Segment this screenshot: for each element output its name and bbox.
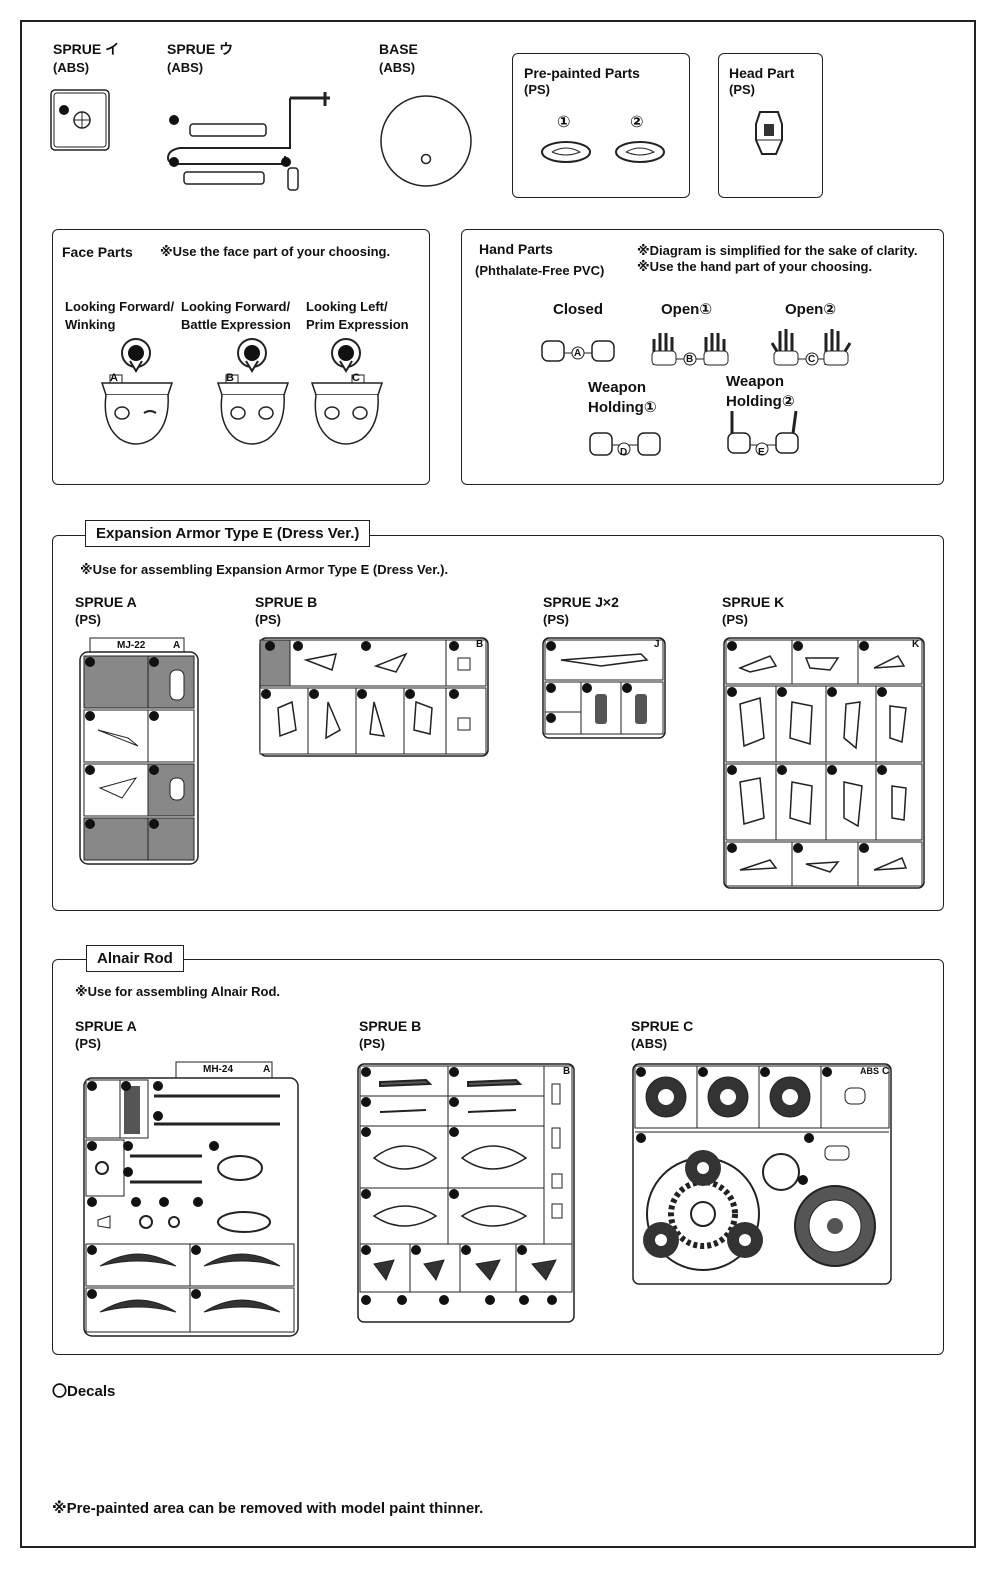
exp-sprue-a-drawing xyxy=(79,637,199,865)
exp-sprue-j-name: SPRUE J×2 xyxy=(543,594,619,610)
instruction-page xyxy=(20,20,976,1548)
base-name: BASE xyxy=(379,41,418,57)
sprue-u-name: SPRUE ウ xyxy=(167,41,234,57)
footer-note: ※Pre-painted area can be removed with mo… xyxy=(52,1500,484,1517)
face-tag-a: A xyxy=(110,372,118,384)
decals-label: 〇Decals xyxy=(52,1383,116,1400)
expansion-armor-note: ※Use for assembling Expansion Armor Type… xyxy=(80,562,449,577)
alnair-sprue-a-code: MH-24 xyxy=(203,1064,234,1075)
hand-tag-e: E xyxy=(758,447,765,458)
exp-sprue-k-name: SPRUE K xyxy=(722,594,785,610)
exp-sprue-a-letter: A xyxy=(173,640,181,651)
face-option-b-label2: Battle Expression xyxy=(181,317,291,332)
exp-sprue-j-drawing xyxy=(542,637,666,739)
exp-sprue-a-name: SPRUE A xyxy=(75,594,137,610)
face-option-a-label2: Winking xyxy=(65,317,116,332)
hand-parts-box xyxy=(461,229,944,485)
hand-parts-title: Hand Parts xyxy=(479,241,553,257)
exp-sprue-a-material: (PS) xyxy=(75,612,101,627)
base-drawing xyxy=(380,95,472,187)
hand-weapon2-label2: Holding② xyxy=(726,393,795,410)
exp-sprue-j-material: (PS) xyxy=(543,612,569,627)
alnair-rod-title: Alnair Rod xyxy=(86,945,184,972)
hand-open2-label: Open② xyxy=(785,301,837,318)
hand-closed-label: Closed xyxy=(553,301,604,318)
face-parts-title: Face Parts xyxy=(62,244,133,260)
head-part-drawing xyxy=(755,111,783,155)
face-tag-b: B xyxy=(226,372,234,384)
exp-sprue-b-letter: B xyxy=(476,639,484,650)
prepainted-parts-box xyxy=(512,53,690,198)
hand-tag-d: D xyxy=(620,447,628,458)
alnair-sprue-a-name: SPRUE A xyxy=(75,1018,137,1034)
hand-parts-material: (Phthalate-Free PVC) xyxy=(475,263,605,278)
hand-weapon2-label1: Weapon xyxy=(726,373,785,390)
sprue-i-drawing xyxy=(50,89,110,151)
alnair-sprue-a-material: (PS) xyxy=(75,1036,101,1051)
exp-sprue-b-name: SPRUE B xyxy=(255,594,318,610)
expansion-armor-title: Expansion Armor Type E (Dress Ver.) xyxy=(85,520,371,547)
sprue-i-name: SPRUE イ xyxy=(53,41,120,57)
alnair-sprue-b-material: (PS) xyxy=(359,1036,385,1051)
face-tag-c: C xyxy=(352,372,360,384)
hand-tag-c: C xyxy=(808,354,816,365)
exp-sprue-k-drawing xyxy=(723,637,925,889)
sprue-u-material: (ABS) xyxy=(167,60,204,75)
face-parts-note: ※Use the face part of your choosing. xyxy=(160,244,391,259)
alnair-sprue-c-name: SPRUE C xyxy=(631,1018,694,1034)
exp-sprue-b-material: (PS) xyxy=(255,612,281,627)
alnair-sprue-c-code: ABS xyxy=(860,1066,880,1076)
hand-weapon1-label1: Weapon xyxy=(588,379,647,396)
alnair-rod-note: ※Use for assembling Alnair Rod. xyxy=(75,984,281,999)
hand-tag-a: A xyxy=(574,348,582,359)
hand-parts-note-2: ※Use the hand part of your choosing. xyxy=(637,259,873,274)
alnair-sprue-b-name: SPRUE B xyxy=(359,1018,422,1034)
hand-weapon1-label2: Holding① xyxy=(588,399,657,416)
head-material: (PS) xyxy=(729,82,755,97)
prepainted-mark-1: ① xyxy=(557,114,571,131)
alnair-sprue-a-letter: A xyxy=(263,1064,271,1075)
face-parts-drawing xyxy=(100,338,384,445)
sprue-i-material: (ABS) xyxy=(53,60,90,75)
base-material: (ABS) xyxy=(379,60,416,75)
alnair-sprue-b-drawing xyxy=(357,1063,575,1323)
face-option-b-label1: Looking Forward/ xyxy=(181,299,291,314)
prepainted-mark-2: ② xyxy=(630,114,644,131)
face-option-c-label2: Prim Expression xyxy=(306,317,409,332)
alnair-sprue-b-letter: B xyxy=(563,1066,571,1077)
hand-parts-drawing xyxy=(541,329,852,456)
alnair-sprue-a-drawing xyxy=(83,1061,299,1337)
hand-tag-b: B xyxy=(686,354,694,365)
hand-open1-label: Open① xyxy=(661,301,713,318)
hand-parts-note-1: ※Diagram is simplified for the sake of c… xyxy=(637,243,918,258)
alnair-sprue-c-drawing xyxy=(632,1063,892,1285)
prepainted-material: (PS) xyxy=(524,82,550,97)
alnair-sprue-c-letter: C xyxy=(882,1066,890,1077)
prepainted-name: Pre-painted Parts xyxy=(524,65,640,81)
exp-sprue-a-code: MJ-22 xyxy=(117,640,146,651)
exp-sprue-k-material: (PS) xyxy=(722,612,748,627)
sprue-u-drawing xyxy=(166,92,330,191)
exp-sprue-j-letter: J xyxy=(654,639,660,650)
head-name: Head Part xyxy=(729,65,795,81)
face-option-a-label1: Looking Forward/ xyxy=(65,299,175,314)
alnair-sprue-c-material: (ABS) xyxy=(631,1036,668,1051)
exp-sprue-k-letter: K xyxy=(912,639,920,650)
exp-sprue-b-drawing xyxy=(259,637,489,757)
face-option-c-label1: Looking Left/ xyxy=(306,299,388,314)
prepainted-parts-drawing xyxy=(541,141,665,163)
